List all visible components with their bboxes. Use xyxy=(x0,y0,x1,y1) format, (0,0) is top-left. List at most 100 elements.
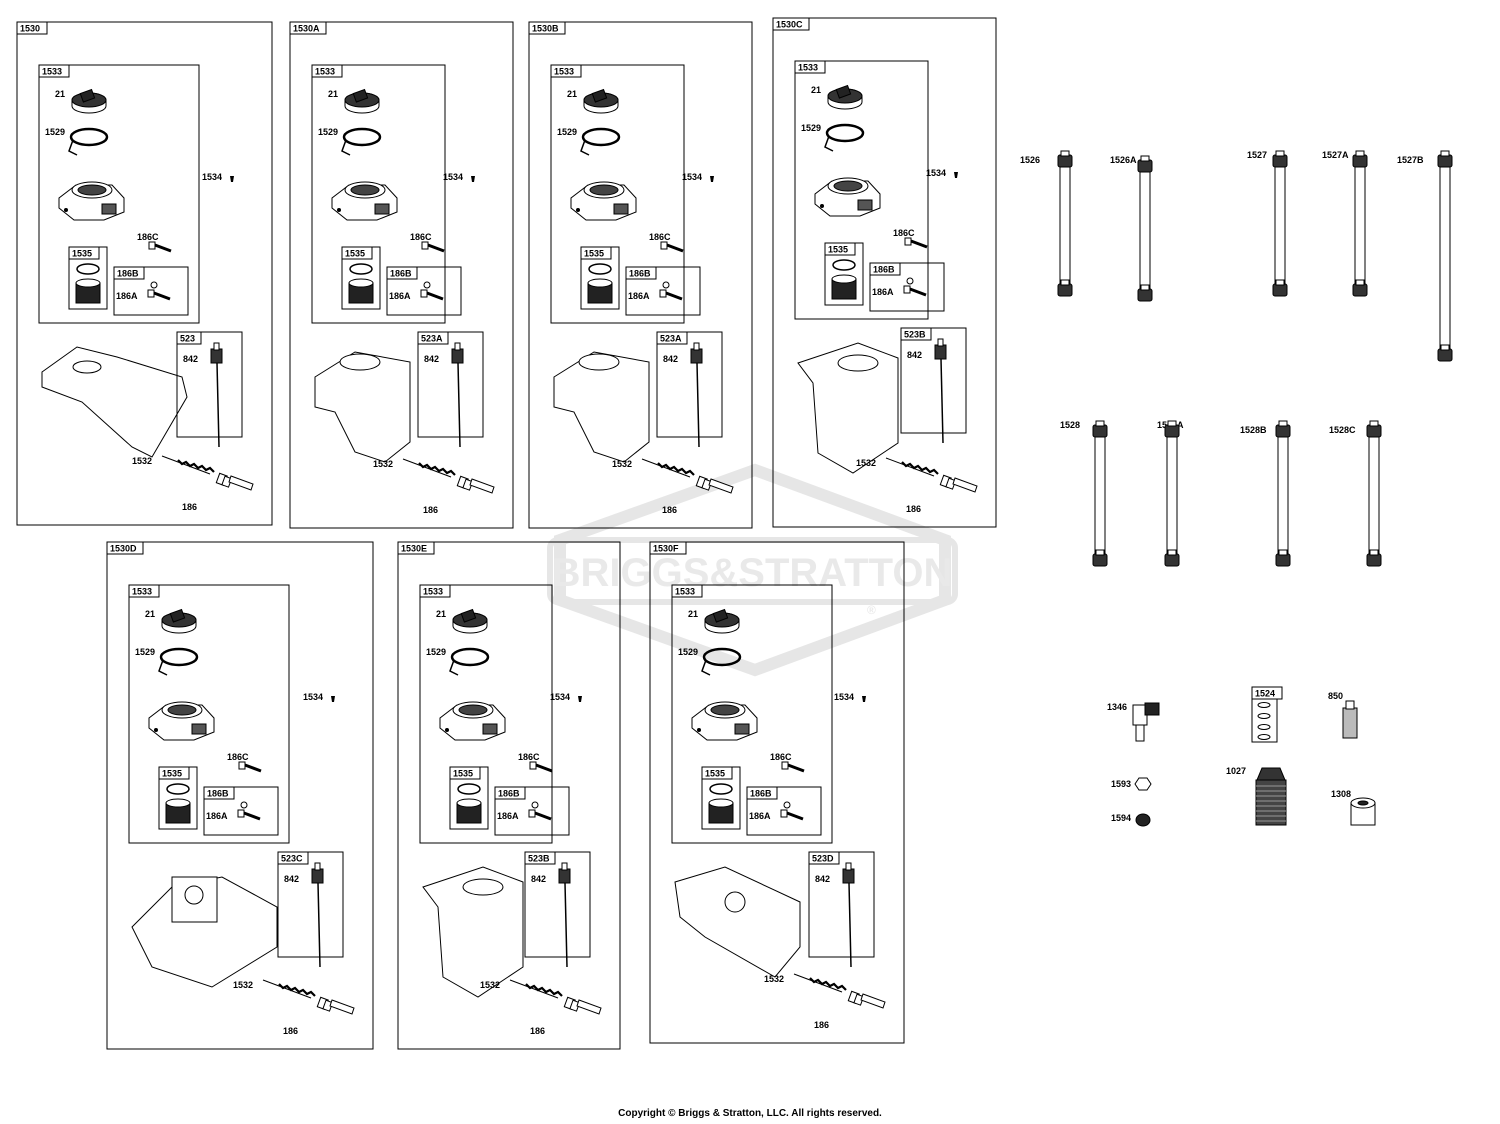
screw-a-label: 186A xyxy=(206,811,228,821)
assembly-id-tag-text: 1530E xyxy=(401,544,427,554)
fuel-tank xyxy=(674,866,801,978)
dipstick-part-label: 842 xyxy=(815,874,830,884)
dipstick xyxy=(842,862,855,968)
neck-cap xyxy=(831,274,857,300)
tank-cap-kit-tag-text: 1533 xyxy=(132,587,152,597)
screw-label: 1534 xyxy=(303,692,323,702)
neck-tag-text: 1535 xyxy=(453,769,473,779)
copyright-notice: Copyright © Briggs & Stratton, LLC. All … xyxy=(618,1108,882,1119)
screw-c xyxy=(237,760,263,773)
screw-c-label: 186C xyxy=(410,232,432,242)
screw-a xyxy=(146,288,172,301)
hose-label: 1528 xyxy=(1060,420,1080,430)
tank-cap xyxy=(452,608,488,634)
spring-label: 1532 xyxy=(132,456,152,466)
dipstick-part-label: 842 xyxy=(907,350,922,360)
spring xyxy=(640,457,696,479)
screw-kit-tag: 186B xyxy=(203,786,235,800)
filler-neck-housing xyxy=(58,181,125,221)
screw-label: 1534 xyxy=(926,168,946,178)
dipstick xyxy=(311,862,324,968)
screw-label: 1534 xyxy=(202,172,222,182)
assembly-id-tag: 1530B xyxy=(528,21,566,35)
hose-assembly: 1527 xyxy=(1247,150,1288,297)
tank-cap-kit-tag: 1533 xyxy=(671,584,703,598)
filler-neck-housing xyxy=(148,701,215,741)
watermark-text: BRIGGS&STRATTON xyxy=(552,551,953,595)
fitting xyxy=(316,996,355,1015)
hose-fitting-top xyxy=(1275,420,1291,438)
hose-fitting-top xyxy=(1272,150,1288,168)
o-ring xyxy=(76,263,100,275)
seal-kit: 1524 xyxy=(1251,686,1283,743)
tank-cap-kit-tag-text: 1533 xyxy=(554,67,574,77)
neck-cap xyxy=(75,278,101,304)
screw-a-label: 186A xyxy=(497,811,519,821)
watermark-registered: ® xyxy=(867,603,876,617)
hose-fitting-top xyxy=(1352,150,1368,168)
fitting-label: 186 xyxy=(530,1026,545,1036)
hose-label: 1527 xyxy=(1247,150,1267,160)
tank-cap-kit-tag-text: 1533 xyxy=(798,63,818,73)
screw-a-label: 186A xyxy=(116,291,138,301)
screw-kit-tag-text: 186B xyxy=(498,789,520,799)
screw-a-label: 186A xyxy=(389,291,411,301)
fitting-label: 186 xyxy=(662,505,677,515)
dipstick-part-label: 842 xyxy=(183,354,198,364)
dipstick-kit-tag: 523C xyxy=(277,851,309,865)
tank-cap-kit-tag: 1533 xyxy=(311,64,343,78)
hose-parts: 15261526A15271527A1527B15281528A1528B152… xyxy=(1020,150,1453,567)
sealant-tube xyxy=(1342,700,1358,739)
screw-kit-tag: 186B xyxy=(625,266,657,280)
screw-kit-tag-text: 186B xyxy=(390,269,412,279)
screw-c xyxy=(780,760,806,773)
spring-label: 1532 xyxy=(373,459,393,469)
tank-cap xyxy=(827,84,863,110)
gasket-label: 1529 xyxy=(557,127,577,137)
assembly-id-tag-text: 1530F xyxy=(653,544,679,554)
spring-label: 1532 xyxy=(856,458,876,468)
screw-kit-tag: 186B xyxy=(494,786,526,800)
assembly-id-tag: 1530C xyxy=(772,17,810,31)
screw-a-label: 186A xyxy=(628,291,650,301)
spring xyxy=(160,454,216,476)
filler-neck-housing xyxy=(439,701,506,741)
fitting-label: 186 xyxy=(814,1020,829,1030)
neck-cap xyxy=(348,278,374,304)
hose-fitting-top xyxy=(1437,150,1453,168)
o-ring xyxy=(457,783,481,795)
hose-label: 1528B xyxy=(1240,425,1267,435)
hose-tube xyxy=(1277,434,1289,561)
assembly-id-tag: 1530A xyxy=(289,21,327,35)
tank-cap-kit-tag: 1533 xyxy=(128,584,160,598)
fuel-tank xyxy=(41,346,188,458)
tank-cap xyxy=(344,88,380,114)
hose-assembly: 1527B xyxy=(1397,150,1453,362)
dipstick-kit-tag-text: 523C xyxy=(281,854,303,864)
spring xyxy=(261,978,317,1000)
brand-watermark: BRIGGS&STRATTON ® xyxy=(547,463,958,677)
tank-cap-kit-tag: 1533 xyxy=(419,584,451,598)
dipstick xyxy=(210,342,223,448)
screw-kit-tag-text: 186B xyxy=(629,269,651,279)
screw-c xyxy=(147,240,173,253)
hose-assembly: 1528C xyxy=(1329,420,1382,567)
tank-cap xyxy=(161,608,197,634)
screw-icon xyxy=(331,696,335,702)
screw-c-label: 186C xyxy=(137,232,159,242)
screw-c-label: 186C xyxy=(649,232,671,242)
hose-tube xyxy=(1166,434,1178,561)
cap-gasket xyxy=(340,127,382,157)
neck-tag-text: 1535 xyxy=(72,249,92,259)
screw-c xyxy=(528,760,554,773)
assembly-id-tag-text: 1530C xyxy=(776,20,803,30)
neck-tag-text: 1535 xyxy=(828,245,848,255)
hose-tube xyxy=(1139,169,1151,296)
o-ring xyxy=(588,263,612,275)
o-ring xyxy=(166,783,190,795)
